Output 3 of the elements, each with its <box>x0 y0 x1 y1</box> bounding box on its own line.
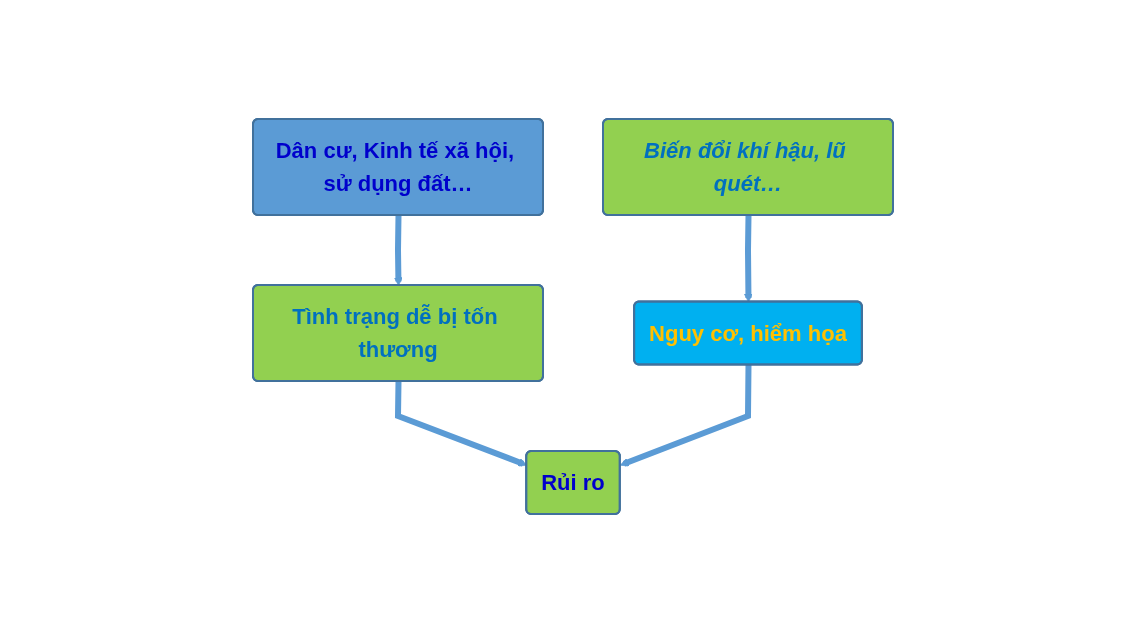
arrow <box>619 364 751 467</box>
arrow <box>393 215 403 286</box>
arrow <box>743 215 753 303</box>
